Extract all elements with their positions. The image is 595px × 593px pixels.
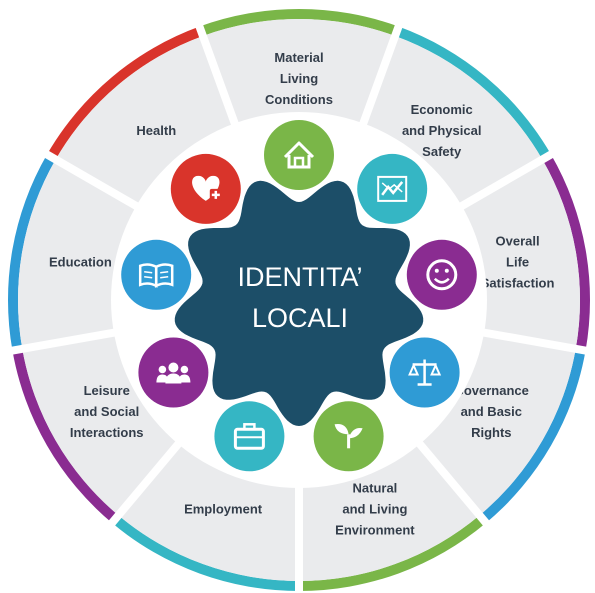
- label-governance-line3: Rights: [471, 425, 511, 440]
- briefcase-icon: [210, 397, 289, 476]
- ring-band-education: [7, 154, 56, 351]
- label-natural-line2: and Living: [342, 502, 407, 517]
- ring-band-economic: [395, 26, 552, 160]
- label-material-line1: Material: [274, 50, 323, 65]
- label-overall-line2: Life: [506, 255, 529, 270]
- line-chart-icon: [353, 149, 432, 228]
- sprout-icon: [309, 397, 388, 476]
- label-education-line1: Education: [49, 255, 112, 270]
- center-title-line1: IDENTITA’: [238, 262, 363, 292]
- label-material-line2: Living: [280, 71, 318, 86]
- house-icon: [260, 116, 338, 194]
- center-star: [174, 180, 424, 426]
- center-title-line2: LOCALI: [252, 303, 348, 333]
- ring-band-overall: [542, 154, 590, 351]
- label-economic-line1: Economic: [411, 102, 473, 117]
- label-health-line1: Health: [136, 123, 176, 138]
- ring-band-governance: [479, 348, 586, 523]
- icon-circles: [117, 116, 481, 476]
- smiley-icon: [402, 235, 481, 314]
- label-natural-line1: Natural: [353, 481, 398, 496]
- label-employment-line1: Employment: [184, 502, 263, 517]
- label-leisure-line2: and Social: [74, 404, 139, 419]
- label-natural-line3: Environment: [335, 523, 415, 538]
- label-governance-line2: and Basic: [461, 404, 522, 419]
- label-overall-line3: Satisfaction: [481, 276, 555, 291]
- ring-band-material: [199, 9, 399, 36]
- heart-plus-icon: [166, 149, 245, 228]
- label-economic-line3: Safety: [422, 144, 462, 159]
- label-leisure-line1: Leisure: [84, 383, 130, 398]
- label-overall-line1: Overall: [496, 234, 540, 249]
- scales-icon: [385, 333, 464, 412]
- people-icon: [134, 333, 213, 412]
- book-icon: [117, 235, 196, 314]
- ring-band-employment: [111, 515, 299, 591]
- label-material-line3: Conditions: [265, 92, 333, 107]
- ring-band-health: [46, 26, 203, 160]
- label-economic-line2: and Physical: [402, 123, 481, 138]
- ring-band-leisure: [12, 348, 119, 523]
- ring-band-natural: [299, 515, 487, 591]
- label-leisure-line3: Interactions: [70, 425, 144, 440]
- label-governance-line1: Governance: [454, 383, 529, 398]
